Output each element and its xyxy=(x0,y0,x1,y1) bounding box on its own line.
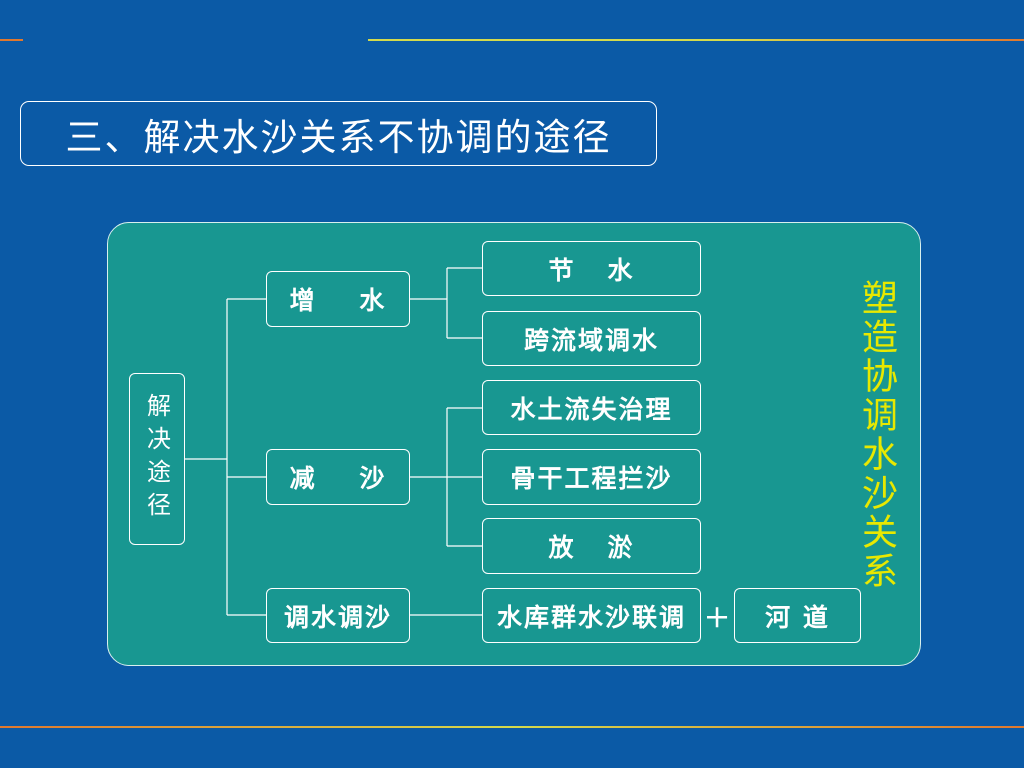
leaf-node-label: 节 水 xyxy=(548,255,635,285)
leaf-node-label: 水库群水沙联调 xyxy=(496,602,686,632)
branch-node-reduce-sediment: 减 沙 xyxy=(266,449,410,505)
plus-sign: + xyxy=(703,597,731,635)
leaf-node-warping: 放 淤 xyxy=(482,518,701,574)
branch-node-increase-water: 增 水 xyxy=(266,271,410,327)
leaf-node-water-saving: 节 水 xyxy=(482,241,701,296)
leaf-node-inter-basin-transfer: 跨流域调水 xyxy=(482,311,701,366)
leaf-node-backbone-dams: 骨干工程拦沙 xyxy=(482,449,701,505)
leaf-node-soil-erosion-control: 水土流失治理 xyxy=(482,380,701,435)
addon-node-river-channel: 河 道 xyxy=(734,588,861,643)
addon-node-label: 河 道 xyxy=(765,602,830,632)
branch-node-label: 减 沙 xyxy=(289,464,387,493)
leaf-node-label: 骨干工程拦沙 xyxy=(510,464,673,493)
top-rule-left xyxy=(0,39,23,41)
leaf-node-label: 水土流失治理 xyxy=(510,394,673,424)
branch-node-water-sediment-regulation: 调水调沙 xyxy=(266,588,410,643)
connector-lines xyxy=(185,267,482,616)
root-node-label: 解决途径 xyxy=(142,393,171,525)
title-box: 三、解决水沙关系不协调的途径 xyxy=(20,101,657,166)
goal-text: 塑造协调水沙关系 xyxy=(856,279,897,591)
leaf-node-reservoir-group-regulation: 水库群水沙联调 xyxy=(482,588,701,643)
bottom-rule xyxy=(0,726,1024,728)
slide-title: 三、解决水沙关系不协调的途径 xyxy=(65,115,612,159)
diagram-panel: 解决途径 增 水 减 沙 调水调沙 节 水 跨流域调水 水土流失治理 骨干工程拦… xyxy=(107,222,921,666)
leaf-node-label: 跨流域调水 xyxy=(523,325,659,355)
branch-node-label: 增 水 xyxy=(289,286,387,315)
top-rule-right xyxy=(368,39,1024,41)
branch-node-label: 调水调沙 xyxy=(283,602,392,632)
leaf-node-label: 放 淤 xyxy=(548,533,635,562)
root-node: 解决途径 xyxy=(129,373,185,545)
